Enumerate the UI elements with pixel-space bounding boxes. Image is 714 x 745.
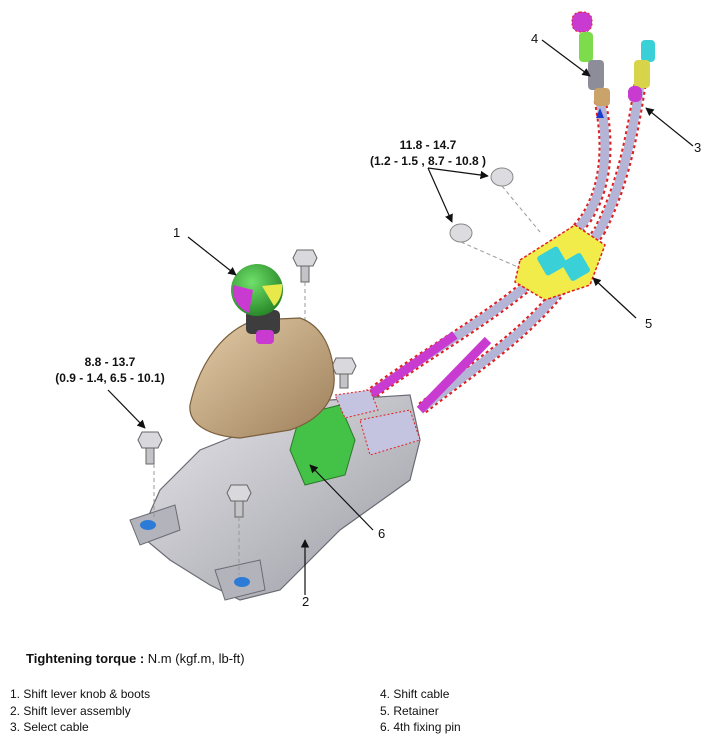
housing-bolt-side bbox=[331, 357, 357, 389]
housing-bolt-front-left bbox=[137, 431, 163, 465]
callout-1: 1 bbox=[173, 225, 181, 240]
legend-item: 3. Select cable bbox=[10, 720, 89, 734]
torque-label-housing-bolts: 8.8 - 13.7 (0.9 - 1.4, 6.5 - 10.1) bbox=[40, 354, 180, 386]
legend-item: 2. Shift lever assembly bbox=[10, 703, 131, 718]
retainer-nut-lower bbox=[449, 223, 473, 243]
callout-4: 4 bbox=[531, 31, 539, 46]
retainer-nut-upper bbox=[490, 167, 514, 187]
caption-label: Tightening torque : bbox=[26, 651, 145, 666]
torque-nm-range: 11.8 - 14.7 bbox=[399, 138, 457, 152]
torque-kgf-lbft-range: (1.2 - 1.5 , 8.7 - 10.8 ) bbox=[369, 154, 487, 168]
torque-label-retainer-nuts: 11.8 - 14.7 (1.2 - 1.5 , 8.7 - 10.8 ) bbox=[353, 137, 503, 169]
legend-right-column: 4. Shift cable 5. Retainer 6. 4th fixing… bbox=[380, 686, 461, 736]
shift-lever-exploded-diagram bbox=[107, 11, 694, 601]
legend-item: 1. Shift lever knob & boots bbox=[10, 687, 151, 701]
callout-2: 2 bbox=[302, 594, 310, 609]
shift-mechanism bbox=[289, 389, 421, 486]
tightening-torque-caption: Tightening torque : N.m (kgf.m, lb-ft) bbox=[26, 651, 245, 666]
callout-5: 5 bbox=[645, 316, 653, 331]
callout-3: 3 bbox=[694, 140, 702, 155]
callout-6: 6 bbox=[378, 526, 386, 541]
legend-left-column: 1. Shift lever knob & boots 2. Shift lev… bbox=[10, 686, 150, 736]
caption-units: N.m (kgf.m, lb-ft) bbox=[144, 651, 245, 666]
select-cable-end bbox=[628, 40, 655, 102]
shift-lever-knob bbox=[231, 264, 283, 316]
torque-nm-range: 8.8 - 13.7 bbox=[84, 355, 136, 369]
legend-item: 4. Shift cable bbox=[380, 687, 450, 701]
torque-kgf-lbft-range: (0.9 - 1.4, 6.5 - 10.1) bbox=[55, 371, 165, 385]
housing-bolt-rear bbox=[292, 249, 318, 283]
shift-cable-end bbox=[571, 11, 610, 118]
shift-lever-boot bbox=[189, 310, 335, 439]
retainer bbox=[514, 224, 606, 301]
legend-item: 5. Retainer bbox=[380, 703, 439, 718]
legend-item: 6. 4th fixing pin bbox=[380, 720, 461, 734]
callout-leaders bbox=[107, 39, 694, 595]
